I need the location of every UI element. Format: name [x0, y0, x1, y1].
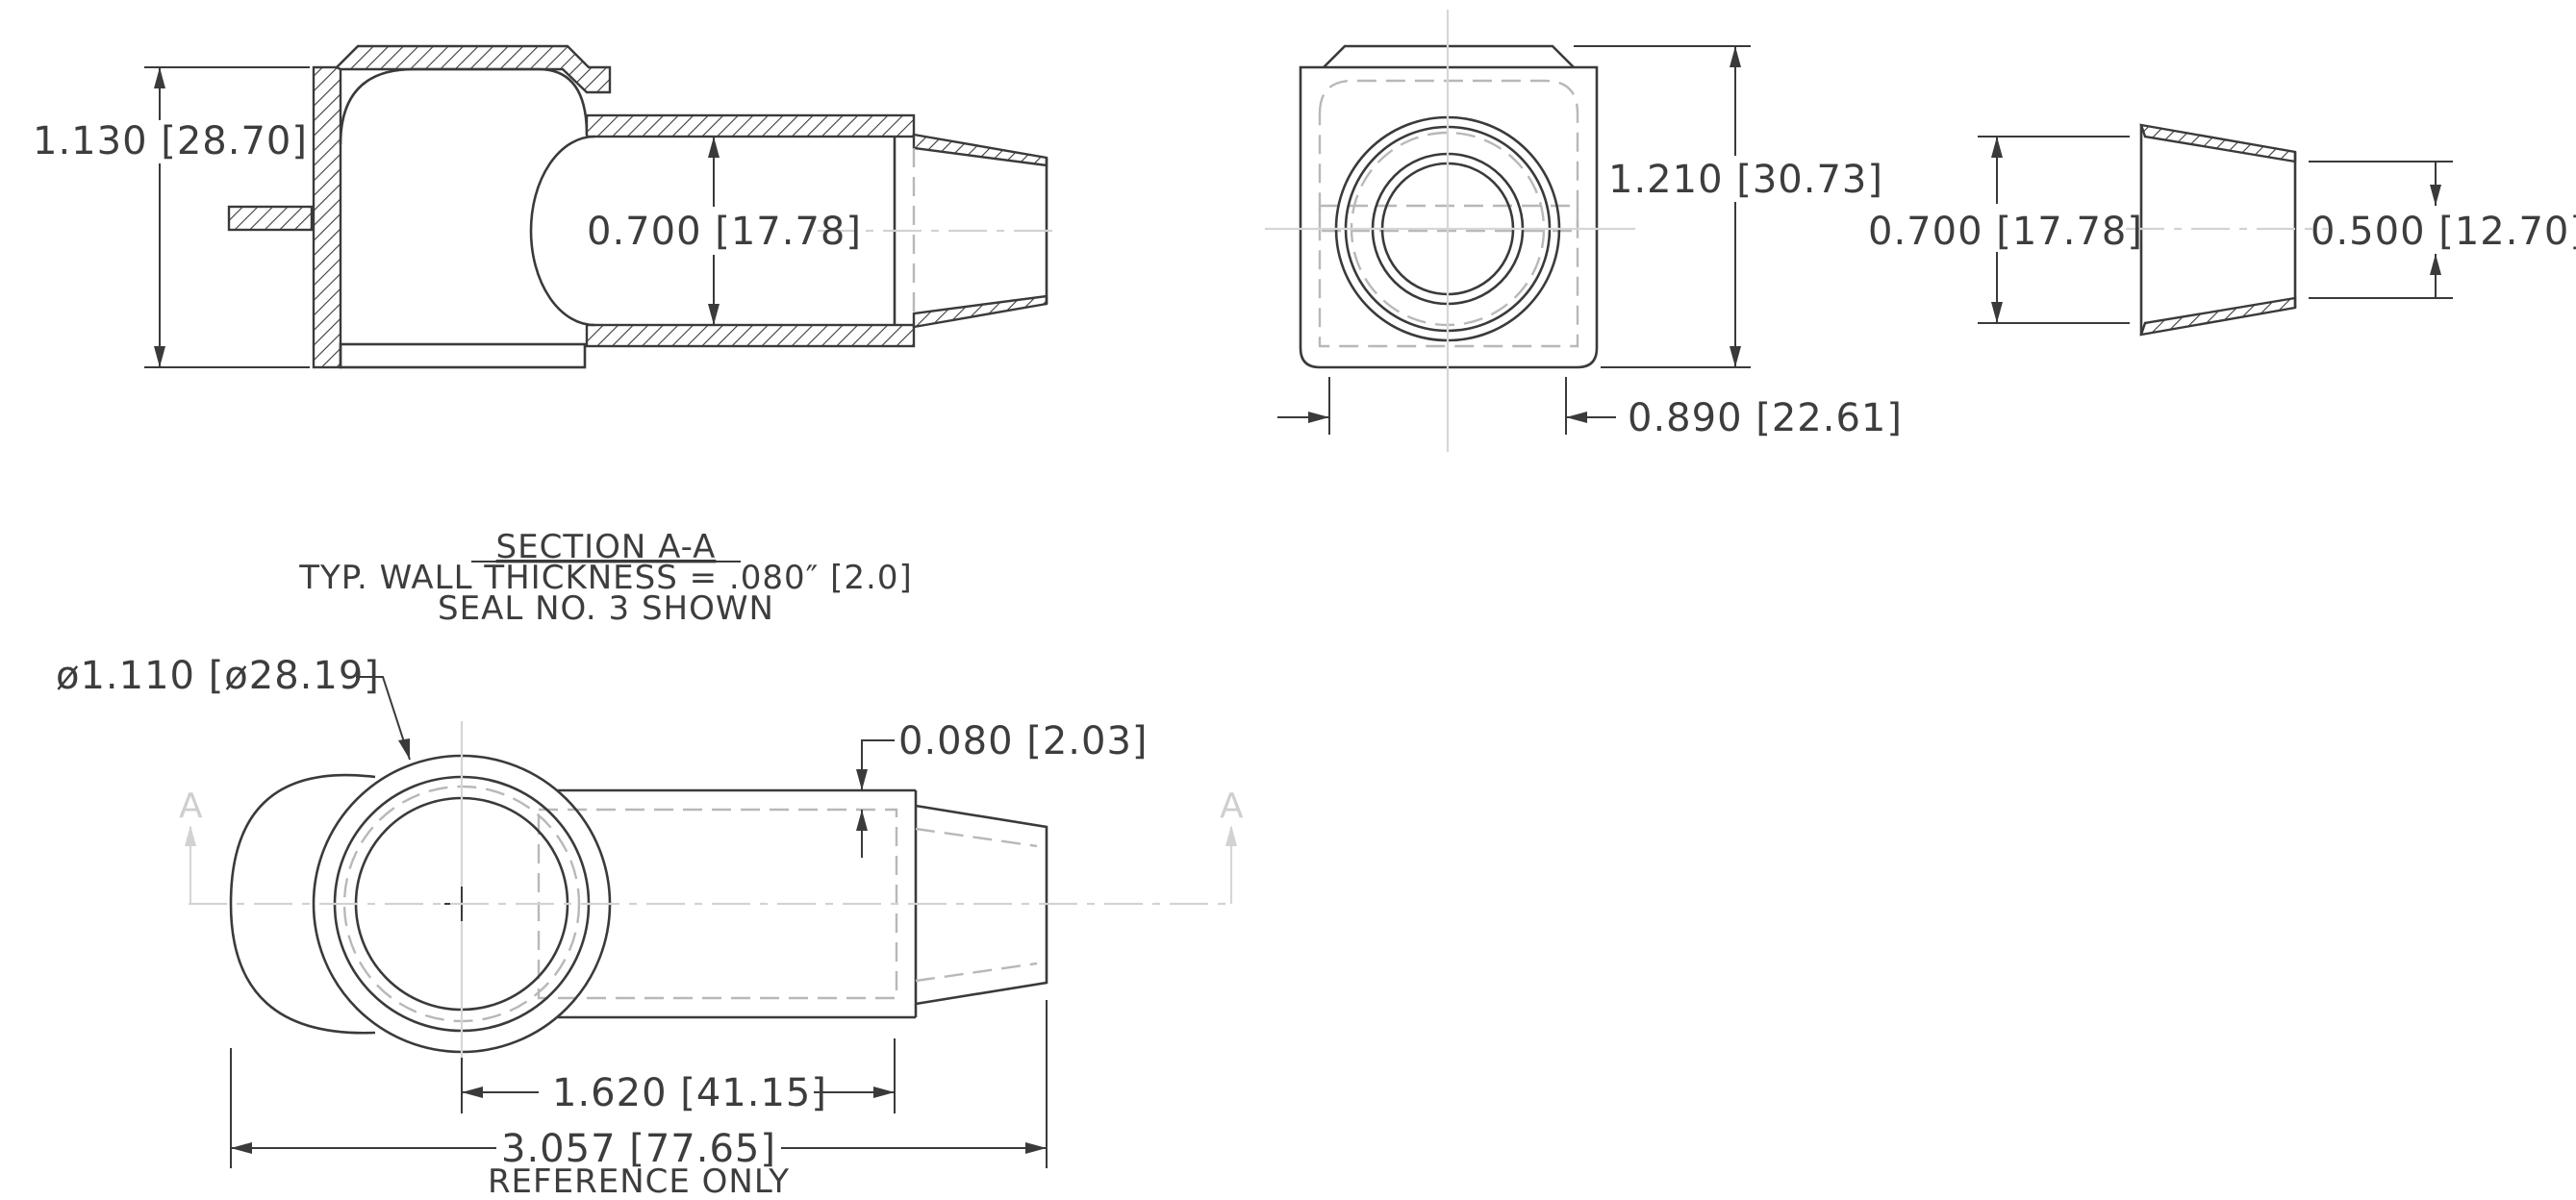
dim-diameter: ø1.110 [ø28.19]: [56, 654, 411, 761]
section-marker-left: A: [179, 787, 203, 904]
end-view: [1265, 10, 1635, 452]
dim-center-length-label: 1.620 [41.15]: [552, 1071, 827, 1115]
dim-end-height-label: 1.210 [30.73]: [1608, 158, 1883, 202]
dim-overall-height-label: 1.130 [28.70]: [33, 119, 308, 163]
seal-cone-top: [912, 133, 1048, 167]
dim-seal-large: 0.700 [17.78]: [1868, 136, 2143, 324]
section-view: [227, 44, 1058, 369]
dim-overall-height: 1.130 [28.70]: [33, 66, 310, 368]
dim-bore-label: 0.700 [17.78]: [587, 210, 862, 254]
dim-wall: 0.080 [2.03]: [856, 719, 1149, 858]
inner-cavity: [339, 67, 589, 145]
seal-cone-upper: [2139, 123, 2297, 163]
dim-end-width: 0.890 [22.61]: [1277, 377, 1903, 440]
dim-seal-large-label: 0.700 [17.78]: [1868, 210, 2143, 254]
wall-thickness-note: TYP. WALL THICKNESS = .080″ [2.0]: [298, 559, 912, 597]
section-marker-left-label: A: [179, 787, 203, 826]
end-hidden-outline: [1318, 79, 1579, 348]
bore-dome: [529, 135, 595, 327]
plan-back-body: [229, 773, 376, 1035]
end-body-outline: [1299, 65, 1599, 369]
section-marker-right: A: [1220, 787, 1244, 904]
tube-top-wall: [585, 113, 916, 138]
section-title: SECTION A-A: [496, 528, 717, 566]
dim-end-height: 1.210 [30.73]: [1574, 45, 1883, 368]
dim-seal-small-label: 0.500 [12.70]: [2311, 210, 2576, 254]
dim-overall-length: 3.057 [77.65] REFERENCE ONLY: [230, 1000, 1048, 1200]
left-wall: [312, 65, 342, 369]
dim-seal-small: 0.500 [12.70]: [2309, 161, 2576, 299]
bottom-flange: [339, 342, 587, 369]
seal-cone-bottom: [912, 294, 1048, 329]
dim-wall-label: 0.080 [2.03]: [898, 719, 1149, 763]
plan-view: [189, 721, 1231, 1087]
section-marker-right-label: A: [1220, 787, 1244, 826]
tube-bottom-wall: [585, 323, 916, 348]
dim-diameter-label: ø1.110 [ø28.19]: [56, 654, 380, 698]
dim-bore: 0.700 [17.78]: [587, 137, 862, 325]
dim-end-width-label: 0.890 [22.61]: [1628, 396, 1903, 440]
dim-overall-length-label: 3.057 [77.65]: [501, 1127, 776, 1171]
section-notes: SECTION A-A TYP. WALL THICKNESS = .080″ …: [298, 528, 912, 628]
seal-view: [2126, 123, 2328, 337]
dim-center-length: 1.620 [41.15]: [461, 1038, 896, 1115]
seal-note: SEAL NO. 3 SHOWN: [438, 589, 774, 628]
seal-cone-lower: [2139, 296, 2297, 337]
reference-note: REFERENCE ONLY: [488, 1162, 790, 1200]
mounting-tab: [227, 205, 314, 232]
